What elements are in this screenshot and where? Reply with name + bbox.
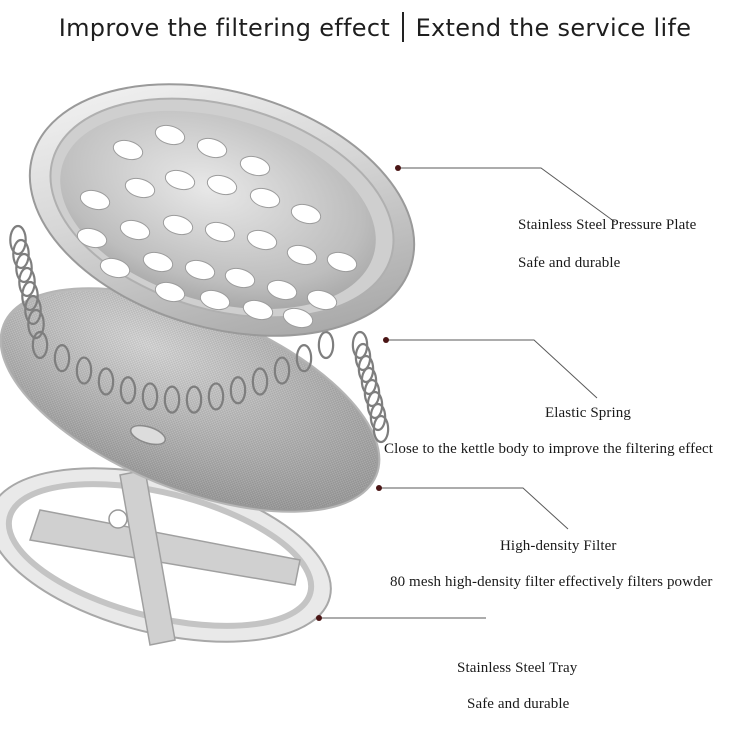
headline-left: Improve the filtering effect	[58, 14, 391, 42]
spring-coil	[295, 344, 313, 373]
plate-hole	[326, 251, 358, 273]
spring-coil	[251, 367, 269, 396]
spring-coil	[27, 308, 45, 340]
spring-coil	[53, 344, 71, 373]
spring-coil	[24, 294, 42, 326]
callout-pressure-plate-desc: Safe and durable	[518, 255, 621, 271]
headline-divider	[402, 12, 404, 42]
plate-hole	[224, 267, 256, 289]
plate-hole	[199, 289, 231, 311]
plate-hole	[99, 257, 131, 279]
plate-hole	[196, 137, 228, 159]
callout-elastic-spring-desc: Close to the kettle body to improve the …	[384, 441, 713, 457]
headline-right: Extend the service life	[415, 14, 692, 42]
stainless-steel-pressure-plate	[28, 83, 416, 337]
spring-coil	[317, 330, 335, 360]
plate-hole	[124, 177, 156, 199]
plate-hole	[246, 229, 278, 251]
plate-hole	[164, 169, 196, 191]
callout-tray-title: Stainless Steel Tray	[457, 660, 578, 676]
spring-coil	[185, 385, 203, 414]
plate-hole	[204, 221, 236, 243]
spring-coil	[229, 376, 247, 405]
spring-coil	[15, 252, 33, 284]
plate-hole	[154, 281, 186, 303]
plate-hole	[184, 259, 216, 281]
spring-coil	[75, 356, 93, 385]
spring-coil	[141, 382, 159, 411]
spring-coil	[163, 385, 181, 414]
callout-leaders	[316, 165, 616, 621]
plate-hole	[79, 189, 111, 211]
plate-hole	[206, 174, 238, 196]
spring-coil	[9, 224, 27, 256]
spring-coil	[18, 266, 36, 298]
leader-elastic-spring	[383, 337, 598, 399]
plate-hole	[266, 279, 298, 301]
plate-hole	[249, 187, 281, 209]
plate-hole	[119, 219, 151, 241]
stainless-steel-tray	[0, 467, 332, 646]
plate-hole	[282, 307, 314, 329]
high-density-filter	[0, 287, 381, 513]
leader-pressure-plate	[395, 165, 616, 223]
callout-high-density-filter-desc: 80 mesh high-density filter effectively …	[390, 574, 713, 590]
spring-coil	[12, 238, 30, 270]
plate-hole	[142, 251, 174, 273]
spring-coil	[97, 367, 115, 396]
plate-hole	[154, 124, 186, 146]
leader-high-density-filter	[376, 485, 569, 530]
plate-hole	[242, 299, 274, 321]
callout-elastic-spring-title: Elastic Spring	[545, 405, 631, 421]
plate-hole	[239, 155, 271, 177]
plate-hole	[112, 139, 144, 161]
plate-hole	[290, 203, 322, 225]
plate-hole	[76, 227, 108, 249]
spring-coil	[31, 330, 49, 360]
plate-hole	[306, 289, 338, 311]
elastic-spring	[9, 224, 390, 444]
leader-stainless-steel-tray	[316, 615, 486, 621]
plate-hole	[286, 244, 318, 266]
headline: Improve the filtering effect Extend the s…	[0, 12, 750, 42]
callout-high-density-filter-title: High-density Filter	[500, 538, 617, 554]
plate-hole	[162, 214, 194, 236]
spring-coil	[21, 280, 39, 312]
spring-coil	[372, 414, 390, 444]
spring-coil	[207, 382, 225, 411]
callout-tray-desc: Safe and durable	[467, 696, 570, 712]
spring-coil	[273, 356, 291, 385]
spring-coil	[119, 376, 137, 405]
callout-pressure-plate-title: Stainless Steel Pressure Plate	[518, 217, 697, 233]
